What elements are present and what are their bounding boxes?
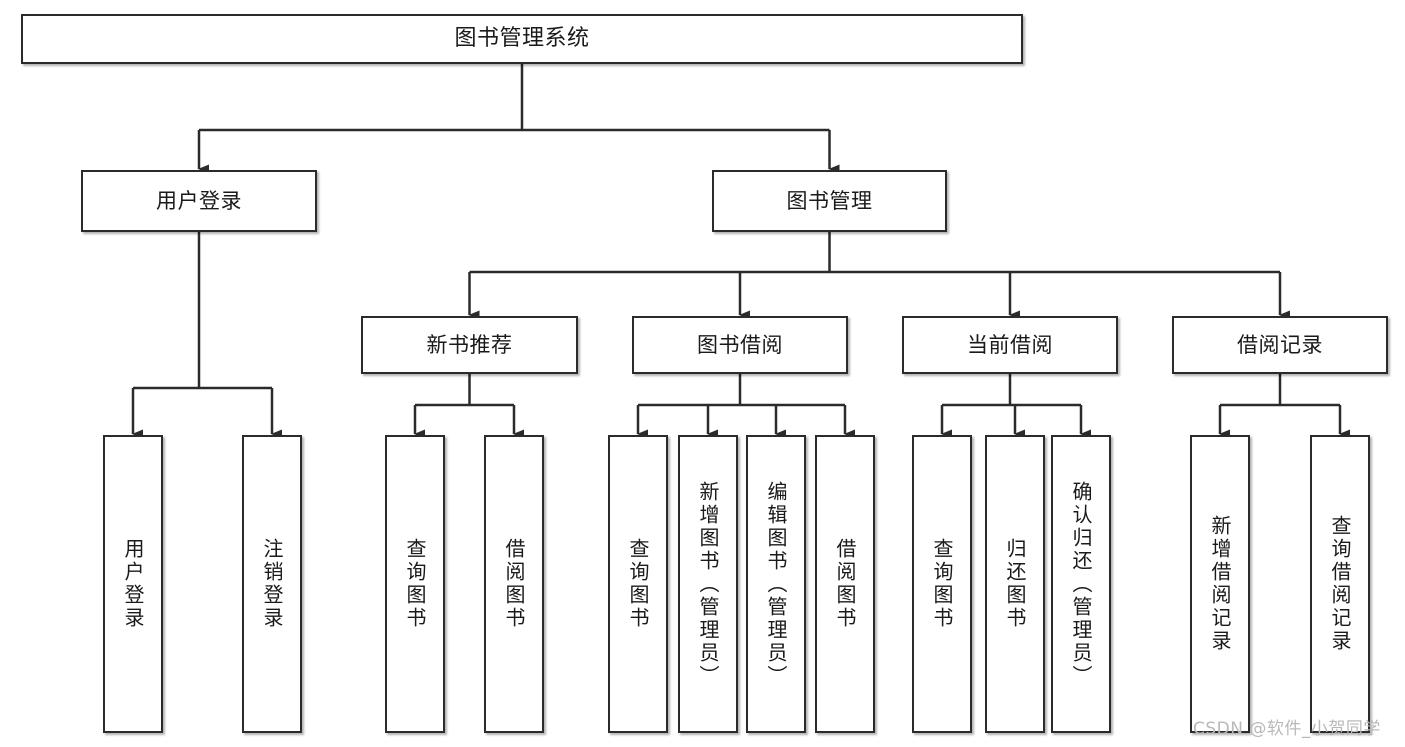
node-label: 图书借阅 <box>697 332 783 357</box>
node-root[interactable]: 图书管理系统 <box>21 14 1023 64</box>
node-label: 用户登录 <box>121 538 145 630</box>
node-label: 图书管理系统 <box>454 26 590 52</box>
node-label: 新书推荐 <box>426 332 513 357</box>
node-leaf-add-borrow-record[interactable]: 新增借阅记录 <box>1190 435 1250 733</box>
node-leaf-borrow-book-2[interactable]: 借阅图书 <box>815 435 875 733</box>
node-leaf-return-book[interactable]: 归还图书 <box>985 435 1045 733</box>
node-label: 确认归还（管理员） <box>1069 480 1093 688</box>
node-leaf-query-book-3[interactable]: 查询图书 <box>912 435 972 733</box>
node-label: 查询图书 <box>930 538 954 630</box>
node-label: 查询图书 <box>626 538 650 630</box>
node-new-book-recommend[interactable]: 新书推荐 <box>361 316 578 374</box>
node-book-management[interactable]: 图书管理 <box>712 170 947 232</box>
node-leaf-query-borrow-record[interactable]: 查询借阅记录 <box>1310 435 1370 733</box>
edge-group <box>131 64 1350 439</box>
node-leaf-user-login[interactable]: 用户登录 <box>103 435 163 733</box>
node-label: 借阅记录 <box>1237 332 1323 357</box>
node-book-borrow[interactable]: 图书借阅 <box>632 316 848 374</box>
node-label: 注销登录 <box>260 538 284 630</box>
node-label: 编辑图书（管理员） <box>764 480 788 688</box>
node-leaf-query-book-1[interactable]: 查询图书 <box>385 435 445 733</box>
node-label: 用户登录 <box>156 188 242 213</box>
node-leaf-user-logout[interactable]: 注销登录 <box>242 435 302 733</box>
node-leaf-add-book-admin[interactable]: 新增图书（管理员） <box>678 435 738 733</box>
node-label: 当前借阅 <box>967 332 1053 357</box>
node-label: 新增借阅记录 <box>1208 515 1232 653</box>
node-label: 归还图书 <box>1003 538 1027 630</box>
node-leaf-query-book-2[interactable]: 查询图书 <box>608 435 668 733</box>
node-label: 查询图书 <box>403 538 427 630</box>
node-leaf-borrow-book-1[interactable]: 借阅图书 <box>484 435 544 733</box>
node-label: 图书管理 <box>786 188 873 213</box>
node-label: 借阅图书 <box>833 538 857 630</box>
node-leaf-edit-book-admin[interactable]: 编辑图书（管理员） <box>746 435 806 733</box>
node-label: 新增图书（管理员） <box>696 480 720 688</box>
node-label: 查询借阅记录 <box>1328 515 1352 653</box>
node-user-login[interactable]: 用户登录 <box>81 170 317 232</box>
node-label: 借阅图书 <box>502 538 526 630</box>
node-borrow-record[interactable]: 借阅记录 <box>1172 316 1388 374</box>
node-current-borrow[interactable]: 当前借阅 <box>902 316 1118 374</box>
node-leaf-confirm-return-admin[interactable]: 确认归还（管理员） <box>1051 435 1111 733</box>
